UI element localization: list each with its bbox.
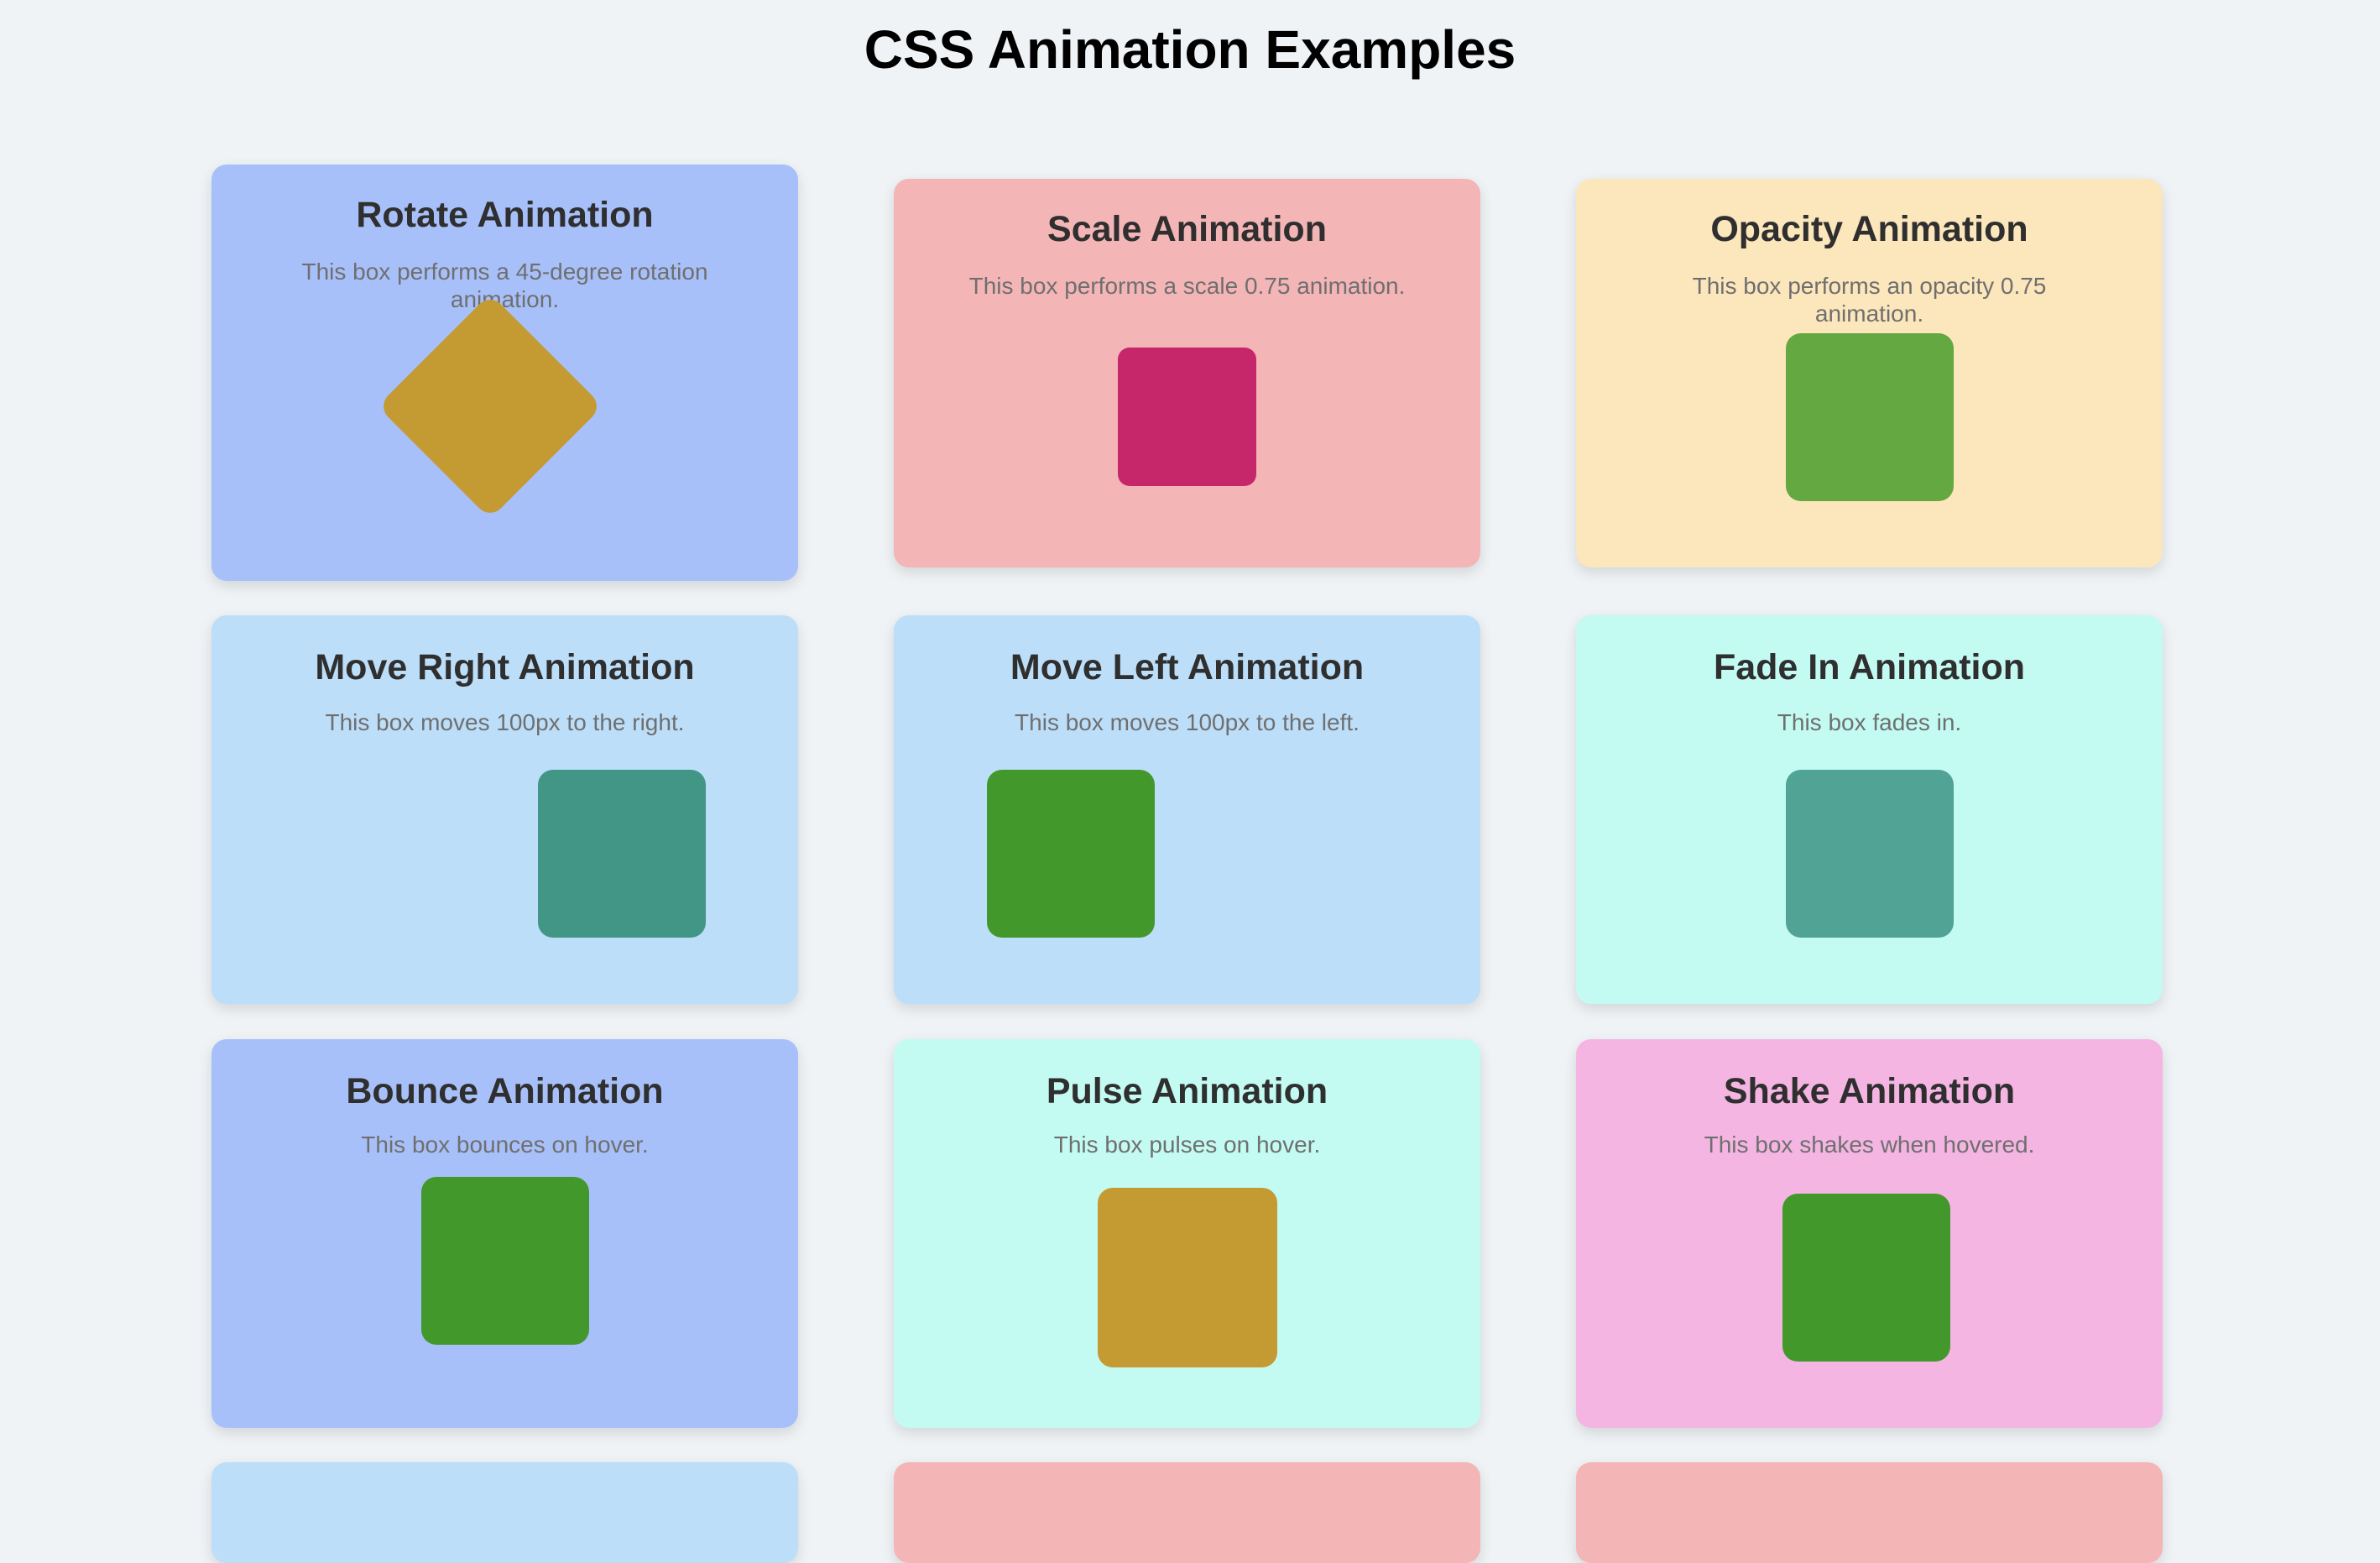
- card-description: This box moves 100px to the left.: [1015, 709, 1360, 735]
- card-description: This box performs a scale 0.75 animation…: [968, 273, 1406, 299]
- move-right-demo-box[interactable]: [538, 770, 706, 938]
- card-move-left-animation: Move Left Animation This box moves 100px…: [894, 615, 1480, 1004]
- card-pulse-animation: Pulse Animation This box pulses on hover…: [894, 1039, 1480, 1428]
- card-description: This box bounces on hover.: [361, 1132, 649, 1158]
- card-bounce-animation: Bounce Animation This box bounces on hov…: [211, 1039, 798, 1428]
- card-scale-animation: Scale Animation This box performs a scal…: [894, 179, 1480, 567]
- card-shake-animation: Shake Animation This box shakes when hov…: [1576, 1039, 2163, 1428]
- card-title: Pulse Animation: [1046, 1071, 1328, 1111]
- shake-demo-box[interactable]: [1782, 1194, 1950, 1362]
- card-rotate-animation: Rotate Animation This box performs a 45-…: [211, 165, 798, 581]
- fade-in-demo-box[interactable]: [1786, 770, 1954, 938]
- card-description: This box moves 100px to the right.: [325, 709, 685, 735]
- card-title: Move Left Animation: [1010, 647, 1365, 687]
- move-left-demo-box[interactable]: [987, 770, 1155, 938]
- card-title: Shake Animation: [1723, 1071, 2016, 1111]
- rotate-demo-box[interactable]: [377, 293, 603, 520]
- page-title: CSS Animation Examples: [864, 19, 1516, 80]
- card-partial: [211, 1462, 798, 1563]
- card-description: This box pulses on hover.: [1053, 1132, 1321, 1158]
- card-opacity-animation: Opacity Animation This box performs an o…: [1576, 179, 2163, 567]
- opacity-demo-box[interactable]: [1786, 333, 1954, 501]
- card-move-right-animation: Move Right Animation This box moves 100p…: [211, 615, 798, 1004]
- scale-demo-box[interactable]: [1118, 348, 1256, 486]
- card-title: Rotate Animation: [356, 195, 654, 235]
- card-description: This box performs an opacity 0.75 animat…: [1692, 273, 2047, 327]
- card-title: Bounce Animation: [346, 1071, 664, 1111]
- card-partial: [894, 1462, 1480, 1563]
- card-title: Move Right Animation: [315, 647, 695, 687]
- card-fade-in-animation: Fade In Animation This box fades in.: [1576, 615, 2163, 1004]
- card-title: Scale Animation: [1047, 209, 1327, 249]
- card-description: This box performs a 45-degree rotation a…: [301, 259, 708, 312]
- card-description: This box shakes when hovered.: [1704, 1132, 2035, 1158]
- bounce-demo-box[interactable]: [421, 1177, 589, 1345]
- card-description: This box fades in.: [1777, 709, 1962, 735]
- card-title: Fade In Animation: [1713, 647, 2026, 687]
- card-title: Opacity Animation: [1710, 209, 2028, 249]
- card-partial: [1576, 1462, 2163, 1563]
- pulse-demo-box[interactable]: [1098, 1188, 1277, 1367]
